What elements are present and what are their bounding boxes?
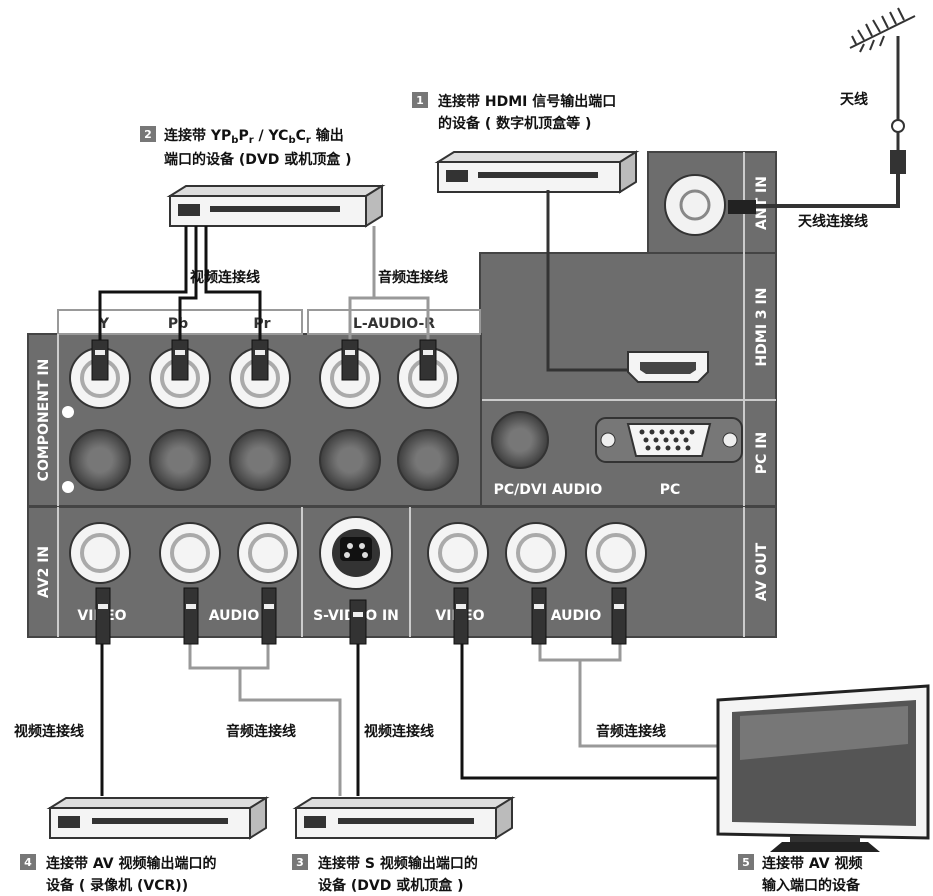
device-2-line1: 连接带 YPbPr / YCbCr 输出 [164, 127, 344, 146]
av2-audio-cable-label: 音频连接线 [226, 723, 296, 740]
av2-audio-cables [188, 640, 342, 796]
device-1-settop-box [434, 150, 640, 194]
label-component-in: COMPONENT IN [36, 359, 52, 482]
component-video-cables [98, 226, 262, 346]
device-5-line1: 连接带 AV 视频 [762, 855, 862, 872]
label-audio-lr: L-AUDIO-R [353, 316, 435, 332]
device-1-line2: 的设备 ( 数字机顶盒等 ) [438, 115, 591, 132]
label-av2-audio: AUDIO [209, 608, 260, 624]
antenna-icon [849, 7, 916, 150]
label-pc-dvi-audio: PC/DVI AUDIO [494, 482, 603, 498]
device-4-vcr [46, 796, 270, 840]
label-av-out: AV OUT [754, 542, 770, 601]
device-1-label: 1 连接带 HDMI 信号输出端口 的设备 ( 数字机顶盒等 ) [412, 92, 616, 132]
avout-jacks [427, 522, 647, 584]
avout-video-cable [460, 640, 728, 780]
device-4-line2: 设备 ( 录像机 (VCR)) [46, 877, 188, 894]
svg-text:3: 3 [296, 856, 304, 869]
device-2-dvd-player [166, 184, 386, 228]
svg-text:4: 4 [24, 856, 32, 869]
hdmi-port [627, 351, 709, 383]
component-audio-cable-label: 音频连接线 [378, 269, 448, 286]
avout-audio-cables [538, 640, 728, 748]
label-pb: Pb [168, 316, 188, 332]
device-2-label: 2 连接带 YPbPr / YCbCr 输出 端口的设备 (DVD 或机顶盒 ) [140, 126, 352, 168]
svideo-cable-label: 视频连接线 [364, 723, 434, 740]
label-ant-in: ANT IN [754, 176, 770, 230]
component-jacks-bottom [69, 429, 459, 491]
device-3-line1: 连接带 S 视频输出端口的 [318, 855, 478, 872]
component-video-cable-label: 视频连接线 [190, 269, 260, 286]
label-avout-audio: AUDIO [551, 608, 602, 624]
avout-audio-cable-label: 音频连接线 [596, 723, 666, 740]
svg-text:2: 2 [144, 128, 152, 141]
antenna-cable-label: 天线连接线 [798, 213, 868, 230]
bottom-plugs [95, 587, 627, 645]
antenna-label: 天线 [840, 91, 868, 108]
device-3-line2: 设备 (DVD 或机顶盒 ) [318, 877, 464, 894]
svg-text:5: 5 [742, 856, 750, 869]
svg-text:1: 1 [416, 94, 424, 107]
av2-video-cable-label: 视频连接线 [14, 723, 84, 740]
device-3-dvd-player [292, 796, 516, 840]
label-pr: Pr [253, 316, 270, 332]
label-hdmi3-in: HDMI 3 IN [754, 288, 770, 367]
tv-rear-panel: Y Pb Pr L-AUDIO-R COMPONENT IN ANT IN HD… [27, 151, 777, 638]
svideo-jack [319, 516, 393, 590]
device-5-label: 5 连接带 AV 视频 输入端口的设备 [738, 854, 862, 894]
device-4-label: 4 连接带 AV 视频输出端口的 设备 ( 录像机 (VCR)) [20, 854, 216, 894]
vga-port [595, 417, 743, 463]
device-5-monitor [716, 684, 930, 852]
component-audio-cables [348, 226, 430, 346]
device-5-line2: 输入端口的设备 [762, 877, 861, 894]
label-av2-in: AV2 IN [36, 546, 52, 598]
device-1-line1: 连接带 HDMI 信号输出端口 [438, 93, 616, 110]
device-3-label: 3 连接带 S 视频输出端口的 设备 (DVD 或机顶盒 ) [292, 854, 478, 894]
label-pc-in: PC IN [754, 432, 770, 474]
av2-jacks [69, 522, 299, 584]
device-2-line2: 端口的设备 (DVD 或机顶盒 ) [164, 151, 352, 168]
device-4-line1: 连接带 AV 视频输出端口的 [46, 855, 216, 872]
label-pc: PC [660, 482, 681, 498]
